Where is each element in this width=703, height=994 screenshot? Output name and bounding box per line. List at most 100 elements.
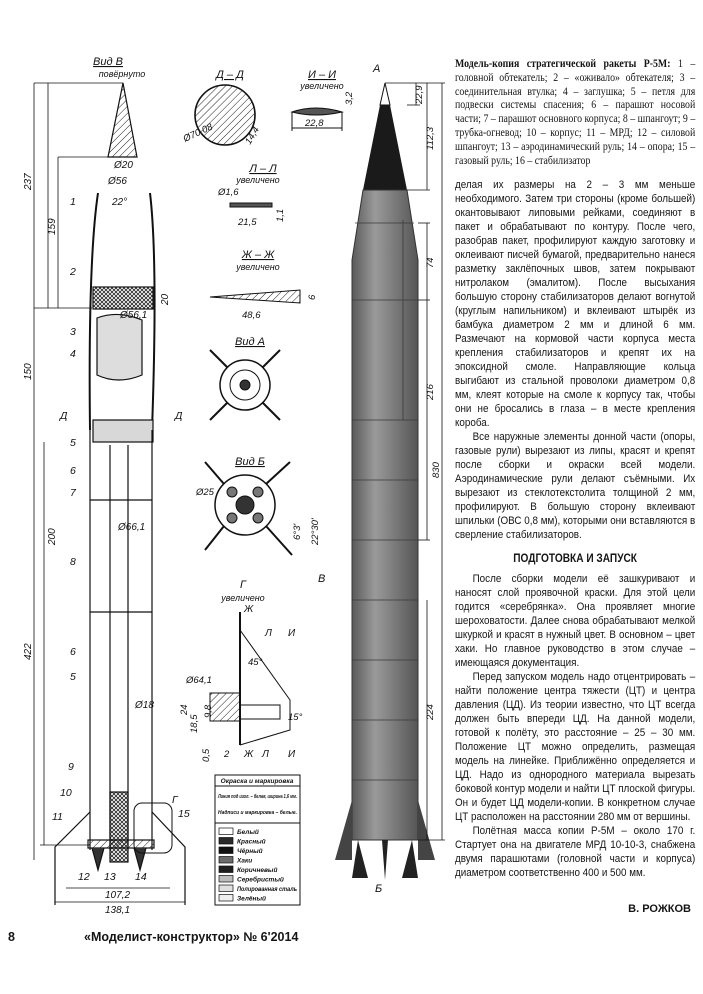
dim-112-3: 112,3 <box>425 126 436 150</box>
enlarged-label: увеличено <box>235 175 279 185</box>
dim-d56: Ø56 <box>107 176 127 187</box>
section-dd-title: Д – Д <box>214 69 244 81</box>
part-number: 5 <box>70 671 76 683</box>
author: В. РОЖКОВ <box>628 903 691 915</box>
dim-d661: Ø66,1 <box>117 522 145 533</box>
enlarged-label: увеличено <box>220 593 264 603</box>
dim-200: 200 <box>47 528 58 546</box>
legend-label: Коричневый <box>237 866 277 874</box>
section-marker: Д <box>174 410 183 422</box>
dim-3-2: 3,2 <box>344 91 355 105</box>
enlarged-label: увеличено <box>235 262 279 272</box>
dim-6: 6 <box>307 294 318 300</box>
part-number: 2 <box>69 266 76 278</box>
section-ii-title: И – И <box>308 69 336 81</box>
section-zhzh-title: Ж – Ж <box>241 249 275 261</box>
legend-swatch <box>218 875 234 883</box>
section-marker: Л <box>261 749 269 760</box>
part-number: 13 <box>104 871 116 883</box>
magazine-title: «Моделист-конструктор» № 6'2014 <box>84 930 299 944</box>
view-a-title: Вид А <box>235 336 265 348</box>
part-number: 12 <box>78 871 90 883</box>
angle-6-3: 6°3' <box>292 523 303 540</box>
exterior-view: А Б 22,9 112,3 74 216 830 224 <box>335 63 445 895</box>
paragraph: делая их размеры на 2 – 3 мм меньше необ… <box>455 179 696 430</box>
angle-45: 45° <box>248 657 263 668</box>
dim-d25: Ø25 <box>195 487 215 498</box>
section-marker: Л <box>264 628 272 639</box>
dim-d561: Ø56,1 <box>119 310 147 321</box>
dim-18-5: 18,5 <box>189 714 200 733</box>
angle-22-30: 22°30' <box>310 517 321 546</box>
part-number: 15 <box>178 808 190 820</box>
dim-24: 24 <box>179 704 190 716</box>
paragraph: Перед запуском модель надо отцентрироват… <box>455 671 696 824</box>
figure-caption: Модель-копия стратегической ракеты Р-5М:… <box>455 58 695 168</box>
dim-159: 159 <box>47 218 58 235</box>
legend-swatch <box>218 846 234 854</box>
rocket-technical-drawing: Вид В повёрнуто 237 159 150 200 422 Ø20 <box>23 56 445 916</box>
legend-note: Линия под изол. – белая, ширина 1,6 мм. <box>217 793 297 800</box>
dim-107-2: 107,2 <box>105 890 130 901</box>
part-number: 5 <box>70 437 76 449</box>
section-ll-title: Л – Л <box>248 163 277 175</box>
caption-title: Модель-копия стратегической ракеты Р-5М: <box>455 58 671 70</box>
dim-216: 216 <box>425 383 436 401</box>
legend-swatch <box>218 894 234 902</box>
section-marker: И <box>288 749 296 760</box>
enlarged-label: увеличено <box>299 81 343 91</box>
dim-9-8: 9,8 <box>203 704 214 718</box>
part-number: 9 <box>68 761 74 773</box>
dim-d1-6: Ø1,6 <box>217 187 239 198</box>
article-text-column: Модель-копия стратегической ракеты Р-5М:… <box>455 58 695 880</box>
legend-swatch <box>218 827 234 835</box>
detail-marker: Г <box>172 794 179 806</box>
dim-237: 237 <box>23 173 34 191</box>
dim-h20: 20 <box>160 293 171 306</box>
section-marker: Д <box>59 410 68 422</box>
paragraph: Все наружные элементы донной части (опор… <box>455 431 696 542</box>
dim-830: 830 <box>431 461 442 478</box>
dim-150: 150 <box>23 363 34 380</box>
dim-d18: Ø18 <box>134 700 154 711</box>
legend-swatch <box>218 837 234 845</box>
dim-22-8: 22,8 <box>304 118 324 129</box>
legend-label: Серебристый <box>237 876 284 884</box>
dim-d20: Ø20 <box>113 160 133 171</box>
section-marker: Ж <box>243 749 254 760</box>
part-number: 6 <box>70 646 76 658</box>
dim-22-9: 22,9 <box>414 85 425 105</box>
legend-label: Красный <box>237 838 266 846</box>
view-v-rotated: повёрнуто <box>99 69 146 79</box>
part-number: 6 <box>70 465 76 477</box>
dim-138-1: 138,1 <box>105 905 130 916</box>
detail-views: Д – Д Ø70,08 14,4 И – И увеличено 22,8 3… <box>179 69 355 762</box>
paint-legend: Окраска и маркировка Линия под изол. – б… <box>214 774 301 906</box>
view-v-marker: В <box>318 573 325 585</box>
view-b-title: Вид Б <box>235 456 265 468</box>
part-number: 4 <box>70 348 76 360</box>
part-number: 3 <box>70 326 76 338</box>
section-heading: ПОДГОТОВКА И ЗАПУСК <box>513 553 637 566</box>
section-marker: Ж <box>243 604 254 615</box>
legend-swatch <box>218 884 234 892</box>
detail-g-title: Г <box>240 579 247 591</box>
dim-224: 224 <box>425 704 436 721</box>
part-number: 8 <box>70 556 76 568</box>
article-body: делая их размеры на 2 – 3 мм меньше необ… <box>455 178 695 880</box>
part-number: 7 <box>70 487 77 499</box>
dim-2: 2 <box>223 749 230 760</box>
part-number: 1 <box>70 196 76 208</box>
legend-title: Окраска и маркировка <box>221 778 294 785</box>
legend-label: Хаки <box>236 858 252 865</box>
caption-text: 1 – головной обтекатель; 2 – «оживало» о… <box>455 58 696 167</box>
view-a-marker: А <box>372 63 380 75</box>
dim-48-6: 48,6 <box>242 310 261 321</box>
section-marker: И <box>288 628 296 639</box>
part-number: 14 <box>135 871 147 883</box>
paragraph: После сборки модели её зашкуривают и нан… <box>455 573 696 670</box>
angle-22: 22° <box>111 197 127 208</box>
legend-label: Белый <box>237 828 259 836</box>
angle-15: 15° <box>288 712 303 723</box>
legend-swatch <box>218 856 234 864</box>
